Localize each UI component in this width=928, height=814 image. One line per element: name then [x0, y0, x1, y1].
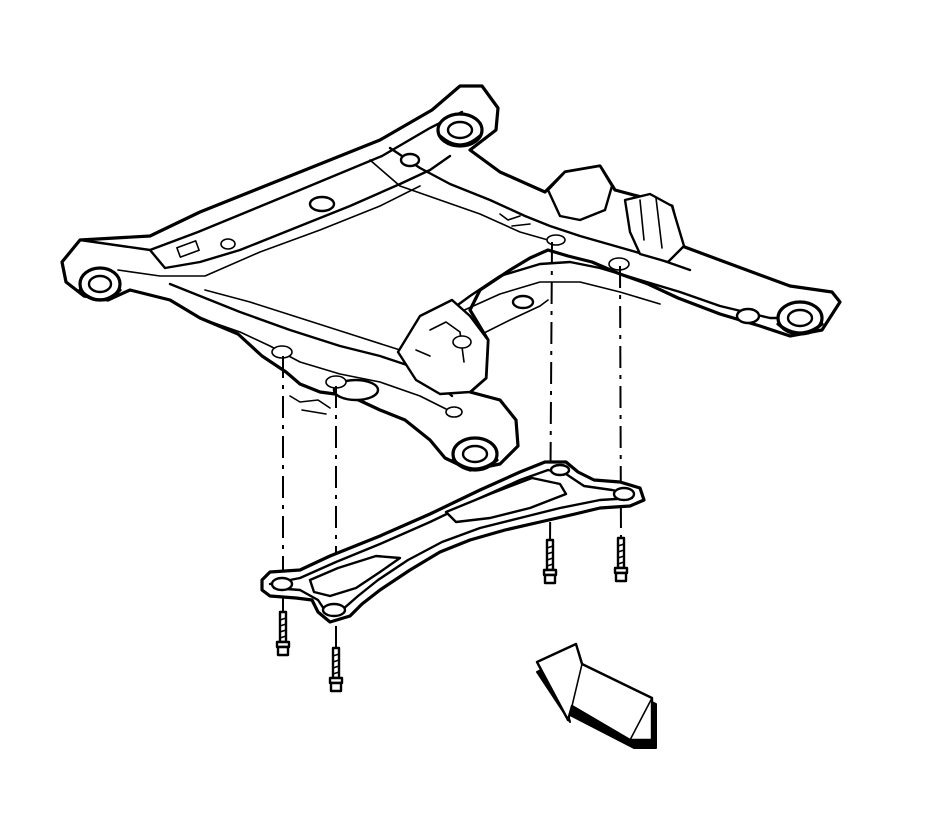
bolt-icon [328, 646, 344, 693]
right-tower-bracket [623, 192, 686, 264]
front-cross-edge [388, 146, 692, 272]
right-rail-hole [511, 294, 535, 310]
front-cross-hole [399, 152, 421, 168]
bolts [275, 536, 629, 693]
arrow-body [535, 642, 654, 742]
right-rear-hole [735, 307, 761, 325]
bushing-rear-right [776, 300, 824, 336]
bolt-icon [542, 538, 558, 585]
left-rail-hole [308, 195, 336, 213]
arrow-face [571, 663, 653, 741]
bolt-icon [613, 536, 629, 583]
right-tower-bracket-face [639, 197, 663, 249]
bushing-front-left [78, 266, 122, 302]
stamp-mark-2 [499, 213, 531, 227]
pin-hole-b [608, 257, 630, 271]
bolt-icon [275, 610, 291, 657]
subframe-outline [60, 84, 842, 472]
plate-window-right [444, 476, 568, 524]
pin-hole-a [546, 234, 566, 246]
front-cross-edge-2 [369, 159, 549, 241]
right-rail-top [408, 260, 822, 354]
left-rail-lower-edge [117, 185, 421, 277]
left-rail-slot [176, 240, 200, 258]
stamp-mark-1 [289, 395, 331, 415]
rear-upright [396, 298, 490, 396]
bushing-rear-left [451, 436, 499, 472]
view-direction-arrow-icon [535, 642, 657, 749]
plate-hole-right-a [549, 463, 571, 477]
bushing-front-right [436, 112, 484, 148]
right-tower [546, 164, 614, 222]
left-rail-inner [148, 154, 452, 270]
rear-cross-bottom [199, 317, 449, 411]
plate-window-left [308, 554, 402, 598]
plate-hole-left-b [321, 602, 347, 618]
left-rail-hole-2 [220, 238, 236, 250]
subframe [60, 84, 842, 472]
plate-hole-left-a [270, 576, 294, 592]
right-rail-hole-2 [452, 335, 472, 349]
alignment-line-4 [619, 265, 622, 541]
rear-cross-hole-2 [445, 406, 463, 418]
plate-hole-right-b [612, 486, 636, 502]
rear-cross-web [204, 289, 401, 351]
reinforcement-plate [260, 460, 646, 624]
